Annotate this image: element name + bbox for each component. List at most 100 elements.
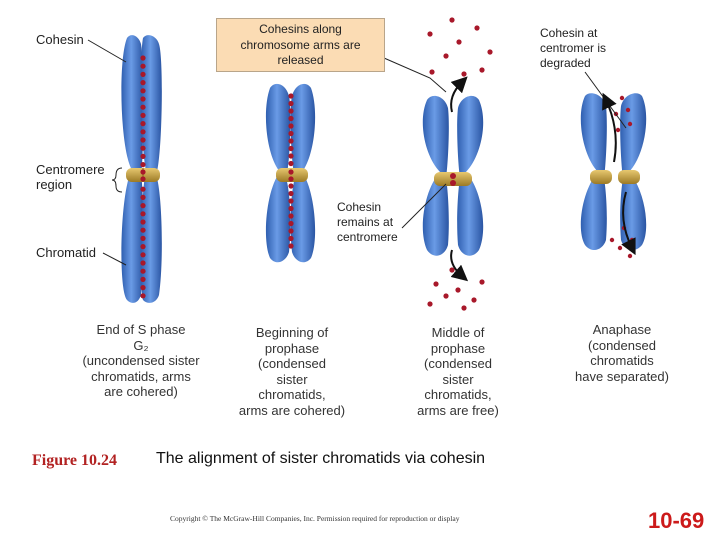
- cohesin-dot: [140, 137, 146, 143]
- cohesin-dot: [288, 198, 294, 204]
- note-degraded-line-1: Cohesin at: [540, 26, 598, 40]
- cohesin-dot: [140, 276, 146, 282]
- cohesin-dot: [479, 279, 485, 285]
- stage-line: chromatids,: [258, 387, 326, 402]
- cohesin-dot: [288, 205, 294, 212]
- stage-line: prophase: [430, 340, 486, 356]
- cohesin-dot: [140, 112, 146, 118]
- cohesin-dot: [140, 211, 146, 217]
- cohesin-dot: [288, 138, 294, 144]
- note-remains: Cohesin remains at centromere: [337, 200, 398, 245]
- cohesin-dot: [140, 153, 146, 159]
- arrow-anaphase-up: [602, 92, 617, 163]
- figure-title: The alignment of sister chromatids via c…: [156, 450, 486, 467]
- cohesin-dot: [427, 301, 433, 307]
- stage-caption-middle-prophase: Middle of prophase (condensed sister chr…: [390, 325, 526, 418]
- cohesin-dot: [627, 121, 633, 127]
- cohesin-dot: [429, 69, 435, 75]
- cohesin-dot: [288, 228, 294, 234]
- stage-line: are cohered): [104, 384, 178, 399]
- stage-line: (condensed: [588, 337, 656, 353]
- cohesin-dot: [288, 190, 294, 197]
- copyright-notice: Copyright © The McGraw-Hill Companies, I…: [170, 514, 460, 523]
- cohesin-dot: [615, 127, 621, 133]
- cohesin-dot: [479, 67, 485, 73]
- arrow-release-up: [450, 76, 468, 113]
- cohesin-dot: [609, 237, 615, 243]
- callout-pointer: [383, 57, 447, 93]
- stage-line: chromatids,: [424, 387, 492, 402]
- cohesin-dot: [140, 145, 146, 151]
- stage-line: (uncondensed sister: [82, 353, 200, 368]
- cohesin-dot: [140, 80, 146, 86]
- cohesin-dot: [140, 63, 146, 69]
- cohesin-dot: [288, 108, 294, 114]
- cohesin-dot: [474, 25, 480, 31]
- cohesin-dot: [288, 213, 294, 219]
- cohesin-dot: [617, 245, 623, 251]
- cohesin-dots-arms: [288, 93, 294, 249]
- note-remains-line-2: remains at: [337, 215, 394, 229]
- cohesin-dot: [471, 297, 477, 303]
- note-remains-line-3: centromere: [337, 230, 398, 244]
- cohesin-dot: [140, 227, 146, 233]
- cohesin-dot: [140, 252, 146, 258]
- leader-line-remains: [401, 183, 447, 229]
- chromosome-anaphase: [580, 93, 647, 259]
- cohesin-dot: [443, 53, 449, 59]
- cohesin-dot: [140, 162, 146, 168]
- cohesin-dot: [288, 183, 294, 189]
- label-centromere-line1: Centromere: [36, 162, 105, 177]
- cohesin-dot: [140, 244, 146, 250]
- cohesin-dot: [140, 121, 146, 127]
- callout-line-1: Cohesins along: [259, 22, 342, 36]
- cohesin-dot: [140, 71, 146, 77]
- label-chromatid: Chromatid: [36, 245, 96, 260]
- note-degraded: Cohesin at centromer is degraded: [540, 26, 606, 71]
- arrow-release-down: [450, 249, 469, 282]
- label-cohesin: Cohesin: [36, 32, 84, 47]
- stage-caption-beginning-prophase: Beginning of prophase (condensed sister …: [222, 325, 362, 418]
- cohesin-dot: [487, 49, 493, 55]
- cohesin-dot: [288, 176, 294, 182]
- cohesin-dot: [140, 285, 146, 291]
- stage-line: End of S phase: [96, 322, 186, 337]
- cohesin-dot: [288, 123, 294, 129]
- cohesin-dot: [455, 287, 461, 293]
- label-centromere-line2: region: [36, 177, 73, 192]
- arrow-anaphase-down: [621, 191, 636, 256]
- cohesin-dot: [140, 235, 146, 241]
- cohesin-dot: [288, 153, 294, 159]
- callout-box: [216, 18, 385, 72]
- cohesin-dot: [288, 235, 294, 242]
- stage-line: Middle of: [431, 325, 485, 340]
- cohesin-dot: [140, 96, 146, 102]
- cohesin-dot: [140, 169, 146, 175]
- cohesin-dot: [288, 160, 294, 167]
- stage-line: arms are free): [417, 402, 499, 418]
- cohesin-dot: [140, 176, 146, 182]
- cohesin-dot: [140, 129, 146, 135]
- cohesin-dot: [140, 104, 146, 110]
- chromosome-beginning-prophase: [265, 83, 316, 263]
- slide-number: 10-69: [648, 508, 705, 533]
- callout-released-text: Cohesins along chromosome arms are relea…: [216, 22, 385, 69]
- cohesin-dot: [625, 107, 631, 113]
- bracket-centromere: [111, 167, 123, 193]
- stage-caption-s-phase: End of S phase G₂ (uncondensed sister ch…: [66, 322, 216, 400]
- stage-line: (condensed: [258, 356, 326, 371]
- stage-line: arms are cohered): [238, 402, 346, 418]
- cohesin-dot: [140, 268, 146, 274]
- stage-line: prophase: [264, 340, 320, 356]
- cohesin-dot: [433, 281, 439, 287]
- callout-line-3: released: [277, 53, 324, 67]
- cohesin-dot: [140, 260, 146, 266]
- cohesin-dot: [627, 253, 633, 259]
- stage-line: (condensed: [424, 356, 492, 371]
- cohesin-dot: [629, 237, 635, 243]
- stage-line: Anaphase: [592, 322, 652, 337]
- figure-number: Figure 10.24: [32, 452, 118, 469]
- cohesin-dot: [140, 55, 146, 61]
- callout-line-2: chromosome arms are: [240, 37, 361, 52]
- stage-line: G₂: [133, 337, 149, 353]
